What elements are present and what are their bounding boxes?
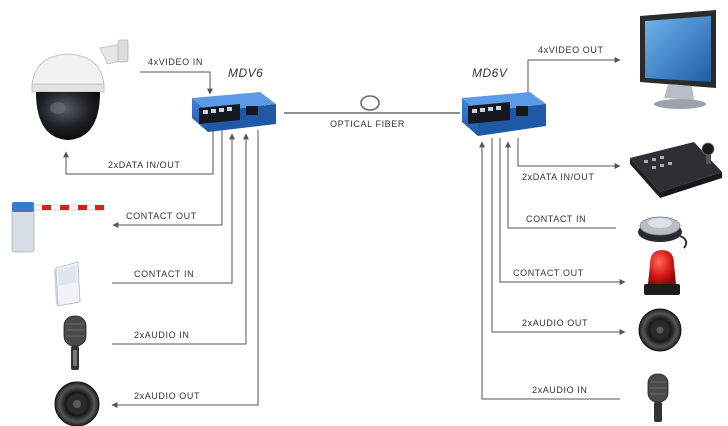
contact-out-line-left (112, 130, 223, 228)
optical-fiber (284, 95, 460, 114)
label-contact-in-right: CONTACT IN (526, 214, 587, 224)
label-contact-out-left: CONTACT OUT (126, 211, 197, 221)
push-button-icon (638, 216, 688, 249)
data-line-right (517, 138, 621, 169)
label-data-right: 2xDATA IN/OUT (522, 172, 595, 182)
label-video-out: 4xVIDEO OUT (538, 45, 604, 55)
speaker-icon (54, 381, 100, 426)
dome-camera-icon (31, 39, 129, 140)
label-audio-out-left: 2xAUDIO OUT (134, 391, 201, 401)
beacon-light-icon (644, 250, 680, 295)
fiber-coil-icon (360, 95, 380, 111)
microphone-icon (63, 315, 87, 370)
microphone-icon (647, 373, 669, 422)
label-audio-out-right: 2xAUDIO OUT (522, 318, 589, 328)
left-connectors (63, 71, 259, 408)
data-line-left (63, 130, 214, 175)
joystick-keyboard-icon (630, 142, 722, 198)
label-audio-in-left: 2xAUDIO IN (134, 330, 190, 340)
contact-in-line-right (505, 141, 616, 229)
device-label-mdv6: MDV6 (228, 66, 264, 80)
mdv6-device (192, 92, 276, 132)
md6v-device (462, 92, 546, 136)
label-contact-in-left: CONTACT IN (134, 269, 195, 279)
speaker-icon (638, 308, 682, 352)
audio-out-line-right (491, 138, 626, 335)
device-label-md6v: MD6V (472, 66, 508, 80)
contact-out-line-right (499, 138, 626, 285)
audio-in-line-left (112, 133, 249, 345)
video-in-line (140, 71, 213, 95)
video-out-line (527, 57, 621, 94)
barrier-gate-icon (11, 202, 105, 253)
label-data-left: 2xDATA IN/OUT (108, 160, 181, 170)
label-video-in: 4xVIDEO IN (148, 57, 204, 67)
monitor-icon (640, 10, 716, 109)
label-contact-out-right: CONTACT OUT (513, 268, 584, 278)
audio-in-line-right (479, 141, 620, 400)
label-audio-in-right: 2xAUDIO IN (532, 385, 588, 395)
optical-fiber-label: OPTICAL FIBER (330, 119, 405, 129)
audio-out-line-left (111, 130, 259, 408)
motion-sensor-icon (54, 261, 81, 307)
contact-in-line-left (112, 133, 235, 284)
right-connectors (479, 57, 626, 400)
